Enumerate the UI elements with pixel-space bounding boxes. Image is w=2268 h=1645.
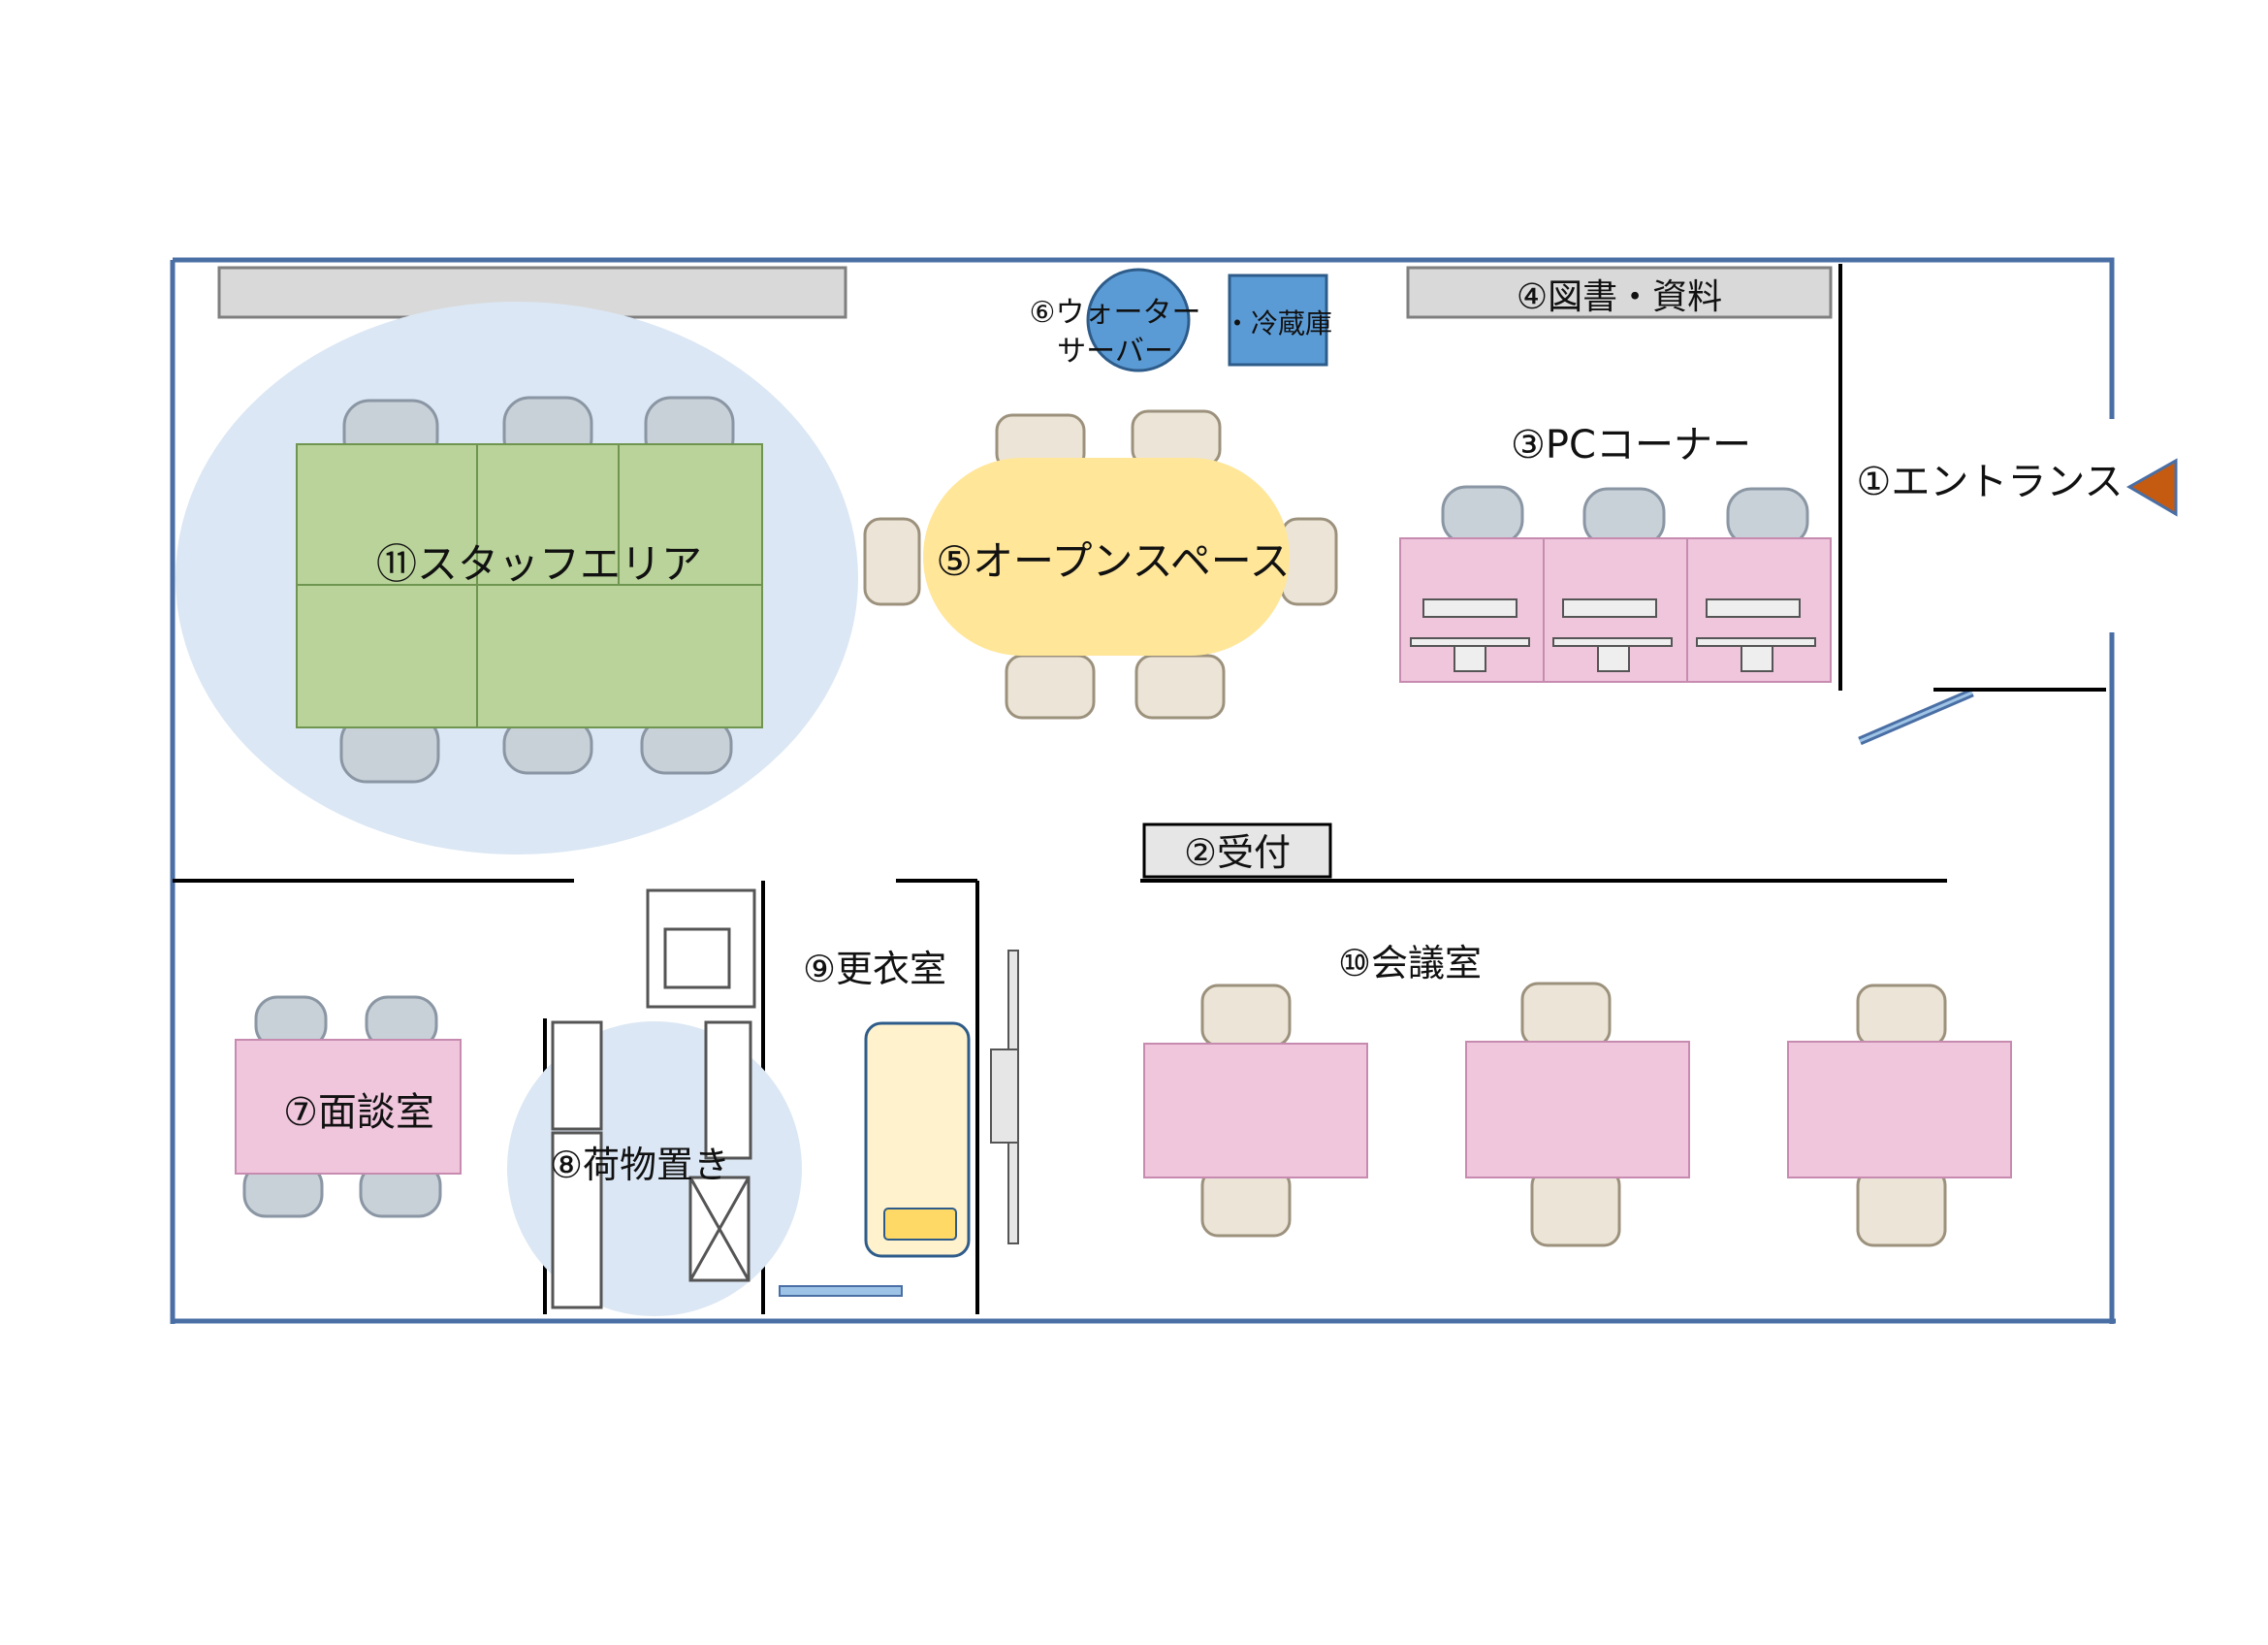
meeting-room-label: ⑩会議室 <box>1338 942 1482 984</box>
reception-desk <box>1142 822 1332 879</box>
pc-chairs <box>1441 485 1809 547</box>
pc-corner-label: ③PCコーナー <box>1511 423 1751 468</box>
library-shelf <box>1406 266 1833 319</box>
meeting-tables <box>1143 1041 2012 1178</box>
storage-rack <box>551 1020 752 1309</box>
changing-bench <box>864 1021 971 1258</box>
interview-room-label: ⑦面談室 <box>283 1090 434 1135</box>
water-server-label-2: サーバー <box>1057 335 1173 369</box>
open-space-table <box>923 458 1290 656</box>
fridge <box>1228 274 1328 367</box>
open-space-chairs <box>863 409 1338 720</box>
meeting-chairs <box>1200 982 1947 1247</box>
entrance-door-inner <box>1859 691 1973 743</box>
wall-top <box>173 257 2115 419</box>
water-server <box>1086 268 1191 372</box>
luggage-label: ⑧荷物置き <box>550 1144 730 1186</box>
outer-walls <box>170 257 2116 1324</box>
desktop-computer-icon <box>1410 598 1816 672</box>
changing-mat <box>883 1208 957 1241</box>
pc-desks <box>1399 537 1832 683</box>
entrance-label: ①エントランス <box>1856 460 2123 504</box>
open-space-label: ⑤オープンスペース <box>936 537 1290 585</box>
partition-screen-base <box>990 1048 1019 1144</box>
changing-curtain <box>779 1285 903 1297</box>
copier-icon <box>646 888 756 1009</box>
triangle-left-icon <box>2125 458 2178 517</box>
fridge-label: ・冷蔵庫 <box>1224 307 1332 339</box>
interview-chairs <box>242 995 442 1218</box>
staff-desks <box>296 443 763 728</box>
interview-table <box>235 1039 462 1175</box>
reception-label: ②受付 <box>1184 831 1291 874</box>
water-server-label-1: ⑥ウォーター <box>1030 296 1201 330</box>
staff-area-label: ⑪スタッフエリア <box>376 540 702 588</box>
library-label: ④図書・資料 <box>1517 277 1722 317</box>
changing-room-label: ⑨更衣室 <box>803 948 946 990</box>
